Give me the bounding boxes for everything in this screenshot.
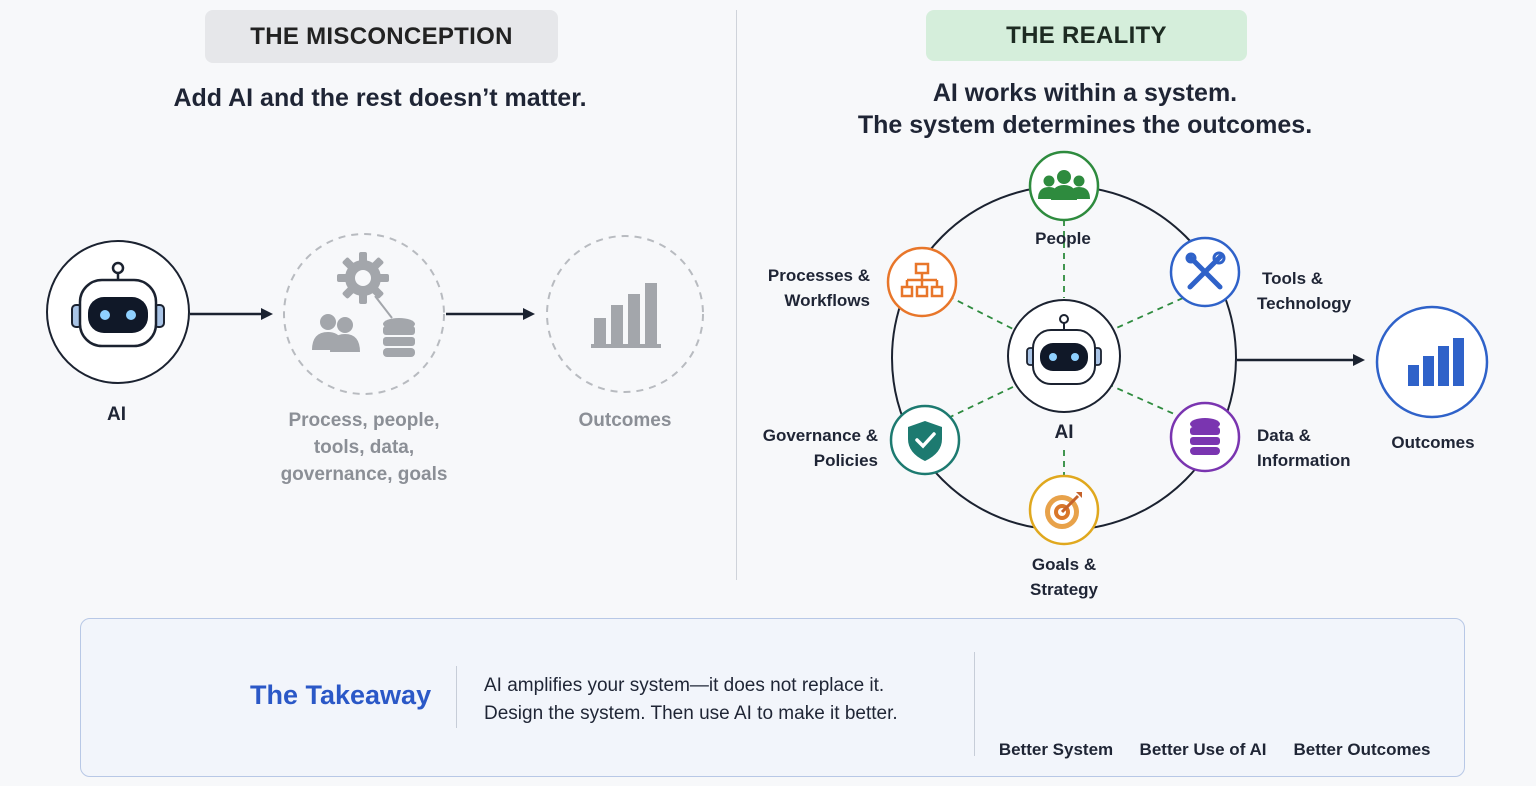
takeaway-divider xyxy=(456,666,457,728)
processes-label-line2: Workflows xyxy=(784,291,870,310)
reality-badge: THE REALITY xyxy=(926,10,1247,61)
takeaway-line1: AI amplifies your system—it does not rep… xyxy=(484,675,885,696)
takeaway-divider xyxy=(974,652,975,756)
middle-label-line: Process, people, xyxy=(288,410,440,431)
bar-chart-icon xyxy=(1408,338,1464,386)
tools-label: Tools & Technology xyxy=(1257,266,1351,316)
node-people xyxy=(1028,150,1100,222)
better-use-of-ai-label: Better Use of AI xyxy=(1139,740,1267,759)
connector-line xyxy=(374,295,393,319)
people-label: People xyxy=(1035,229,1091,248)
misconception-middle-node xyxy=(283,233,445,395)
reality-headline-line1: AI works within a system. xyxy=(932,79,1238,107)
misconception-outcomes-label: Outcomes xyxy=(578,410,672,431)
takeaway-text: AI amplifies your system—it does not rep… xyxy=(484,672,898,728)
system-spokes xyxy=(947,220,1184,478)
takeaway-panel xyxy=(80,618,1465,777)
flowchart-icon xyxy=(900,262,944,298)
tools-label-line1: Tools & xyxy=(1262,269,1324,288)
misconception-ai-node xyxy=(46,240,190,384)
better-outcomes-label: Better Outcomes xyxy=(1293,740,1431,759)
misconception-headline: Add AI and the rest doesn’t matter. xyxy=(173,84,587,112)
takeaway-title: The Takeaway xyxy=(250,680,432,710)
data-label-line1: Data & xyxy=(1257,426,1311,445)
misconception-ai-label: AI xyxy=(107,404,126,425)
shield-check-icon xyxy=(908,421,942,461)
node-tools xyxy=(1169,236,1241,308)
database-icon xyxy=(383,318,415,357)
governance-label-line2: Policies xyxy=(813,451,878,470)
people-icon xyxy=(312,314,360,352)
middle-label-line: tools, data, xyxy=(313,437,415,458)
node-data xyxy=(1169,401,1241,473)
goals-label: Goals & Strategy xyxy=(1000,552,1128,602)
data-label: Data & Information xyxy=(1257,423,1351,473)
better-system-label: Better System xyxy=(998,740,1114,759)
reality-ai-label: AI xyxy=(1054,422,1074,443)
gear-icon xyxy=(337,252,389,304)
processes-label: Processes & Workflows xyxy=(740,263,870,313)
misconception-middle-label: Process, people, tools, data, governance… xyxy=(264,407,464,488)
database-icon xyxy=(1190,418,1220,455)
misconception-badge: THE MISCONCEPTION xyxy=(205,10,558,63)
node-goals xyxy=(1028,474,1100,546)
reality-ai-center xyxy=(1007,299,1121,413)
governance-label-line1: Governance & xyxy=(762,426,878,445)
wrench-screwdriver-icon xyxy=(1185,251,1226,290)
robot-icon xyxy=(1026,314,1102,385)
reality-headline-line2: The system determines the outcomes. xyxy=(857,111,1313,139)
bar-chart-icon xyxy=(591,283,661,348)
node-processes xyxy=(886,246,958,318)
robot-icon xyxy=(71,261,165,348)
data-label-line2: Information xyxy=(1257,451,1351,470)
reality-outcomes-label: Outcomes xyxy=(1391,433,1475,452)
takeaway-line2: Design the system. Then use AI to make i… xyxy=(484,703,898,724)
target-icon xyxy=(1045,492,1082,529)
governance-label: Governance & Policies xyxy=(740,423,878,473)
reality-outcomes-node xyxy=(1375,305,1489,419)
goals-label-line1: Goals & xyxy=(1031,555,1097,574)
node-governance xyxy=(889,404,961,476)
middle-label-line: governance, goals xyxy=(280,464,448,485)
goals-label-line2: Strategy xyxy=(1029,580,1099,599)
misconception-outcomes-node xyxy=(546,235,704,393)
processes-label-line1: Processes & xyxy=(767,266,870,285)
reality-headline: AI works within a system. The system det… xyxy=(840,77,1330,141)
section-divider xyxy=(736,10,737,580)
people-icon xyxy=(1038,170,1090,200)
tools-label-line2: Technology xyxy=(1257,294,1352,313)
